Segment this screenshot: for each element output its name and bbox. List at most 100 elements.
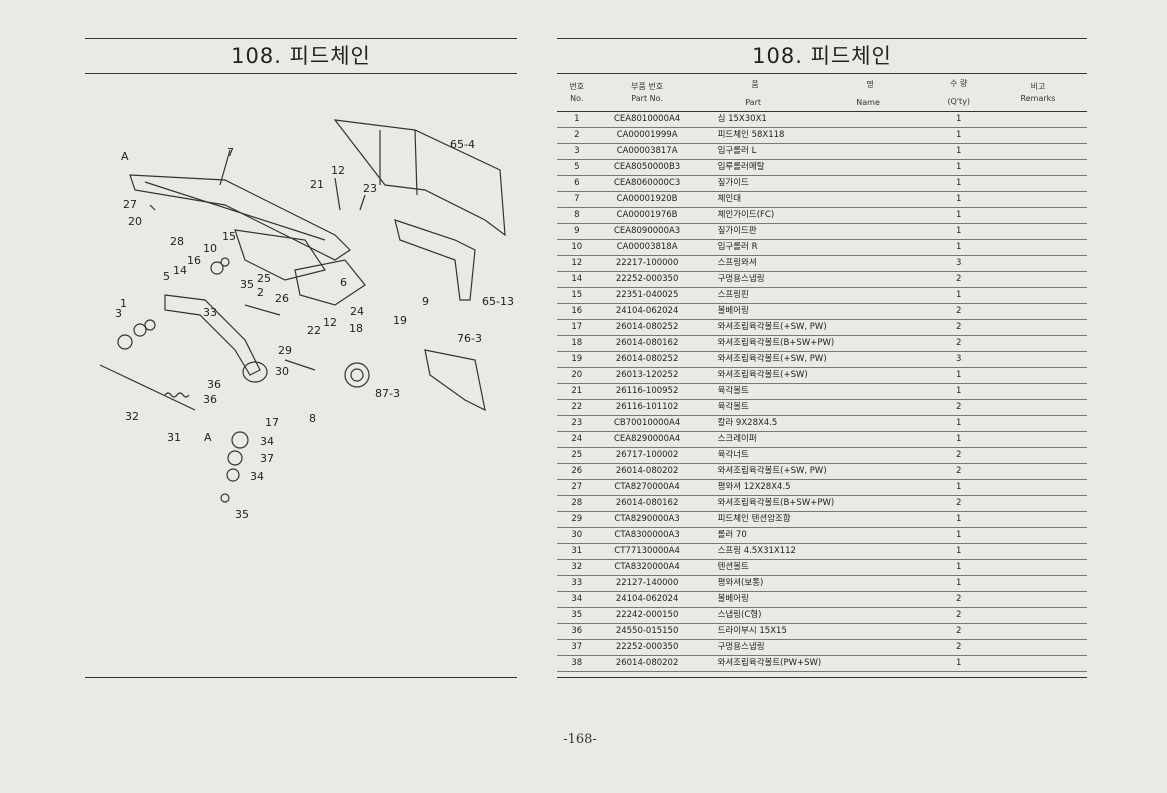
cell-part-name: 체인가이드(FC) (717, 209, 775, 220)
header-qty: 수 량 (Q'ty) (929, 76, 989, 111)
cell-quantity: 1 (956, 561, 962, 572)
cell-remarks (989, 111, 1087, 127)
cell-part-number: CA00001920B (616, 193, 678, 204)
cell-part-name: 볼베어링 (717, 593, 749, 604)
cell-quantity: 2 (956, 641, 962, 652)
callout-label: 15 (222, 230, 236, 243)
callout-labels: A 7 12 21 23 65-4 27 20 28 15 10 16 14 5… (115, 138, 514, 521)
cell-remarks (989, 591, 1087, 607)
cell-remarks (989, 287, 1087, 303)
left-page-title: 108. 피드체인 (231, 44, 371, 68)
cell-remarks (989, 223, 1087, 239)
cell-part-number: 24550-015150 (615, 625, 679, 636)
callout-label: 35 (240, 278, 254, 291)
cell-part-name: 와셔조립육각볼트(+SW) (717, 369, 808, 380)
cell-remarks (989, 575, 1087, 591)
cell-quantity: 1 (956, 177, 962, 188)
cell-quantity: 2 (956, 497, 962, 508)
cell-part-name: 스프링 4.5X31X112 (717, 545, 796, 556)
header-name-en-1: Part (745, 98, 762, 108)
cell-part-name: 와셔조립육각볼트(+SW, PW) (717, 321, 827, 332)
cell-no: 5 (574, 161, 580, 172)
cell-remarks (989, 143, 1087, 159)
cell-part-name: 피드체인 58X118 (717, 129, 785, 140)
cell-remarks (989, 415, 1087, 431)
header-no: 번호 No. (557, 76, 597, 111)
cell-part-number: 22351-040025 (615, 289, 679, 300)
cell-remarks (989, 511, 1087, 527)
cell-part-number: CA00001999A (616, 129, 678, 140)
callout-label: 76-3 (457, 332, 482, 345)
cell-remarks (989, 431, 1087, 447)
right-bottom-rule (557, 677, 1087, 678)
cell-quantity: 1 (956, 513, 962, 524)
cell-remarks (989, 255, 1087, 271)
cell-quantity: 2 (956, 305, 962, 316)
callout-label: 30 (275, 365, 289, 378)
callout-label: 2 (257, 286, 264, 299)
callout-label: 3 (115, 307, 122, 320)
cell-part-name: 볼베어링 (717, 305, 749, 316)
cell-quantity: 1 (956, 113, 962, 124)
cell-quantity: 1 (956, 129, 962, 140)
callout-label: 9 (422, 295, 429, 308)
header-name-en-2: Name (856, 98, 880, 108)
cell-part-number: 26013-120252 (615, 369, 679, 380)
cell-quantity: 2 (956, 273, 962, 284)
cell-remarks (989, 495, 1087, 511)
callout-label: 65-4 (450, 138, 475, 151)
cell-remarks (989, 623, 1087, 639)
callout-label: 36 (207, 378, 221, 391)
cell-part-number: 26116-100952 (615, 385, 679, 396)
cell-part-name: 육각볼트 (717, 385, 749, 396)
cell-no: 24 (571, 433, 583, 444)
cell-no: 2 (574, 129, 580, 140)
diagram-svg: A 7 12 21 23 65-4 27 20 28 15 10 16 14 5… (99, 119, 514, 521)
cell-quantity: 1 (956, 193, 962, 204)
cell-quantity: 1 (956, 385, 962, 396)
cell-part-name: 드라이부시 15X15 (717, 625, 787, 636)
cell-part-name: 짚가이드판 (717, 225, 757, 236)
cell-part-number: 26014-080202 (615, 657, 679, 668)
callout-label: 8 (309, 412, 316, 425)
cell-remarks (989, 607, 1087, 623)
callout-label: 65-13 (482, 295, 514, 308)
cell-no: 26 (571, 465, 583, 476)
cell-part-number: 22252-000350 (615, 641, 679, 652)
right-page-title: 108. 피드체인 (752, 44, 892, 68)
cell-part-number: CEA8290000A4 (614, 433, 681, 444)
cell-remarks (989, 319, 1087, 335)
cell-quantity: 2 (956, 465, 962, 476)
cell-part-number: CEA8010000A4 (614, 113, 681, 124)
right-page: 108. 피드체인 번호 No. 부품 번호 Part No. 품 명 (557, 0, 1167, 793)
callout-label: 37 (260, 452, 274, 465)
exploded-parts-diagram: A 7 12 21 23 65-4 27 20 28 15 10 16 14 5… (85, 110, 517, 530)
cell-quantity: 1 (956, 529, 962, 540)
cell-quantity: 1 (956, 225, 962, 236)
table-row: 21 26116-100952 육각볼트 1 (557, 383, 1087, 399)
cell-part-name: 와셔조립육각볼트(+SW, PW) (717, 465, 827, 476)
cell-quantity: 1 (956, 657, 962, 668)
header-remarks: 비고 Remarks (989, 76, 1087, 111)
callout-label: 23 (363, 182, 377, 195)
cell-quantity: 1 (956, 481, 962, 492)
cell-no: 23 (571, 417, 583, 428)
callout-label: 31 (167, 431, 181, 444)
cell-part-number: CEA8050000B3 (613, 161, 681, 172)
callout-label: 28 (170, 235, 184, 248)
callout-label: 17 (265, 416, 279, 429)
cell-no: 30 (571, 529, 583, 540)
cell-no: 21 (571, 385, 583, 396)
header-name-kr-2: 명 (866, 80, 874, 90)
cell-quantity: 2 (956, 625, 962, 636)
